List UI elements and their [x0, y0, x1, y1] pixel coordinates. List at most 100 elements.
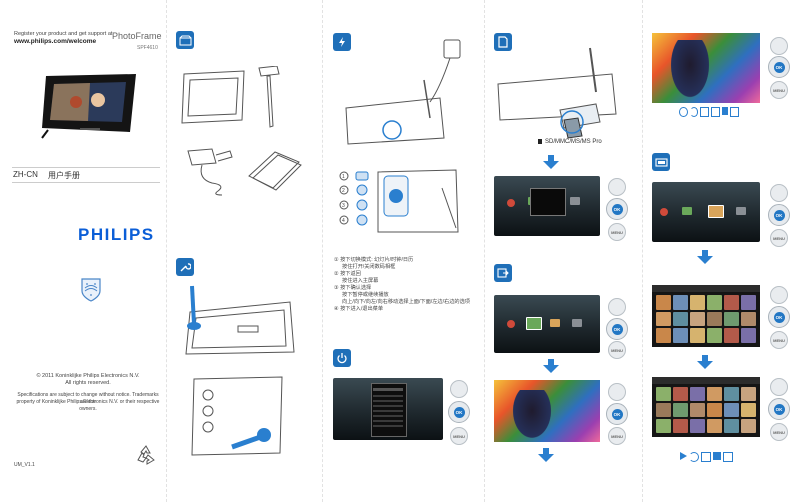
color-icon[interactable] — [723, 452, 733, 462]
menu-button-4[interactable]: MENU — [608, 427, 626, 445]
photo-thumbnail[interactable] — [724, 328, 739, 343]
photo-thumbnail[interactable] — [724, 311, 739, 327]
photo-thumbnail[interactable] — [673, 419, 688, 433]
photo-thumbnail[interactable] — [656, 311, 671, 327]
button-diagram: 1 2 3 4 — [338, 168, 468, 236]
thumbnail-grid-2 — [652, 377, 760, 437]
home-button-4[interactable] — [608, 383, 626, 401]
color-icon[interactable] — [730, 107, 740, 117]
home-button[interactable] — [450, 380, 468, 398]
photo-thumbnail[interactable] — [690, 403, 705, 417]
photo-thumbnail[interactable] — [741, 311, 756, 327]
home-button-5[interactable] — [770, 37, 788, 55]
photo-thumbnail[interactable] — [690, 387, 705, 401]
list-item: 按住打开/关闭数码相框 — [342, 264, 396, 270]
photo-thumbnail[interactable] — [690, 295, 705, 310]
photo-thumbnail[interactable] — [656, 403, 671, 417]
menu-button-7[interactable]: MENU — [770, 331, 788, 349]
fold-line-1 — [166, 0, 167, 502]
ok-dpad-2[interactable]: OK — [606, 198, 628, 220]
copyright-line1: © 2011 Koninklijke Philips Electronics N… — [36, 373, 140, 379]
ok-dpad-6[interactable]: OK — [768, 204, 790, 226]
ok-dpad-4[interactable]: OK — [606, 403, 628, 425]
home-button-8[interactable] — [770, 378, 788, 396]
rotate-icon[interactable] — [689, 107, 699, 117]
menu-button-3[interactable]: MENU — [608, 341, 626, 359]
buttons-description-list: ① 按下切换模式: 幻灯片/时钟/日历 按住打开/关闭数码相框 ② 按下返回 按… — [334, 257, 482, 313]
rotate-icon[interactable] — [689, 452, 699, 462]
photo-thumbnail[interactable] — [656, 328, 671, 343]
photo-thumbnail[interactable] — [707, 311, 722, 327]
arrow-down-5-stem — [702, 355, 708, 361]
crop-icon[interactable] — [700, 107, 710, 117]
photo-thumbnail[interactable] — [707, 295, 722, 310]
language-code: ZH-CN — [13, 170, 38, 179]
photo-thumbnail[interactable] — [741, 328, 756, 343]
menu-button-5[interactable]: MENU — [770, 81, 788, 99]
zoom-icon[interactable] — [679, 107, 688, 117]
photo-thumbnail[interactable] — [741, 295, 756, 310]
photo-thumbnail[interactable] — [673, 403, 688, 417]
photo-thumbnail[interactable] — [724, 295, 739, 310]
photo-thumbnail[interactable] — [741, 387, 756, 401]
slideshow-icon — [652, 153, 670, 171]
menu-button-2[interactable]: MENU — [608, 223, 626, 241]
arrow-down-3 — [538, 454, 554, 462]
delete-icon[interactable] — [721, 107, 729, 115]
photo-thumbnail[interactable] — [673, 311, 688, 327]
ok-label: OK — [611, 203, 623, 215]
register-url[interactable]: www.philips.com/welcome — [14, 38, 97, 45]
ok-label: OK — [773, 209, 785, 221]
photo-thumbnail[interactable] — [707, 387, 722, 401]
home-button-3[interactable] — [608, 298, 626, 316]
list-item: 向上/向下/向左/向右移动选择上面/下面/左边/右边的选项 — [342, 299, 470, 305]
play-icon[interactable] — [680, 452, 687, 460]
home-button-6[interactable] — [770, 184, 788, 202]
photo-thumbnail[interactable] — [690, 328, 705, 343]
language-title: 用户手册 — [48, 171, 80, 180]
photo-thumbnail[interactable] — [724, 403, 739, 417]
photo-thumbnail[interactable] — [741, 419, 756, 433]
photo-thumbnail[interactable] — [673, 328, 688, 343]
ok-dpad-8[interactable]: OK — [768, 398, 790, 420]
stand-install-illustration — [185, 285, 295, 355]
photo-thumbnail[interactable] — [707, 328, 722, 343]
photo-thumbnail[interactable] — [656, 419, 671, 433]
photo-thumbnail[interactable] — [724, 419, 739, 433]
philips-wordmark: PHILIPS — [78, 225, 155, 244]
menu-button-6[interactable]: MENU — [770, 229, 788, 247]
photo-thumbnail[interactable] — [656, 295, 671, 310]
photo-thumbnail[interactable] — [673, 295, 688, 310]
photo-thumbnail[interactable] — [707, 403, 722, 417]
slideshow-photo-subject — [510, 390, 554, 442]
photo-thumbnail[interactable] — [690, 311, 705, 327]
menu-button[interactable]: MENU — [450, 427, 468, 445]
ok-label: OK — [611, 408, 623, 420]
home-button-7[interactable] — [770, 286, 788, 304]
arrow-down-1-stem — [548, 155, 554, 161]
copy-icon[interactable] — [711, 107, 720, 117]
photo-thumbnail[interactable] — [673, 387, 688, 401]
photo-thumbnail[interactable] — [741, 403, 756, 417]
delete-icon[interactable] — [713, 452, 721, 460]
ok-dpad-5[interactable]: OK — [768, 56, 790, 78]
photo-thumbnail[interactable] — [690, 419, 705, 433]
memory-card-icon — [494, 33, 512, 51]
box-frame-illustration — [181, 70, 245, 124]
photo-thumbnail[interactable] — [724, 387, 739, 401]
menu-label: MENU — [773, 235, 785, 241]
ok-dpad-3[interactable]: OK — [606, 318, 628, 340]
box-stand-illustration — [258, 66, 280, 128]
home-button-2[interactable] — [608, 178, 626, 196]
ok-dpad[interactable]: OK — [448, 401, 470, 423]
svg-text:2: 2 — [342, 188, 345, 194]
photo-thumbnail[interactable] — [656, 387, 671, 401]
arrow-down-3-stem — [543, 448, 549, 454]
photo-thumbnail[interactable] — [707, 419, 722, 433]
menu-label: MENU — [773, 337, 785, 343]
arrow-down-5 — [697, 361, 713, 369]
menu-button-8[interactable]: MENU — [770, 423, 788, 441]
ok-dpad-7[interactable]: OK — [768, 306, 790, 328]
copy-icon[interactable] — [701, 452, 711, 462]
arrow-down-2 — [543, 365, 559, 373]
